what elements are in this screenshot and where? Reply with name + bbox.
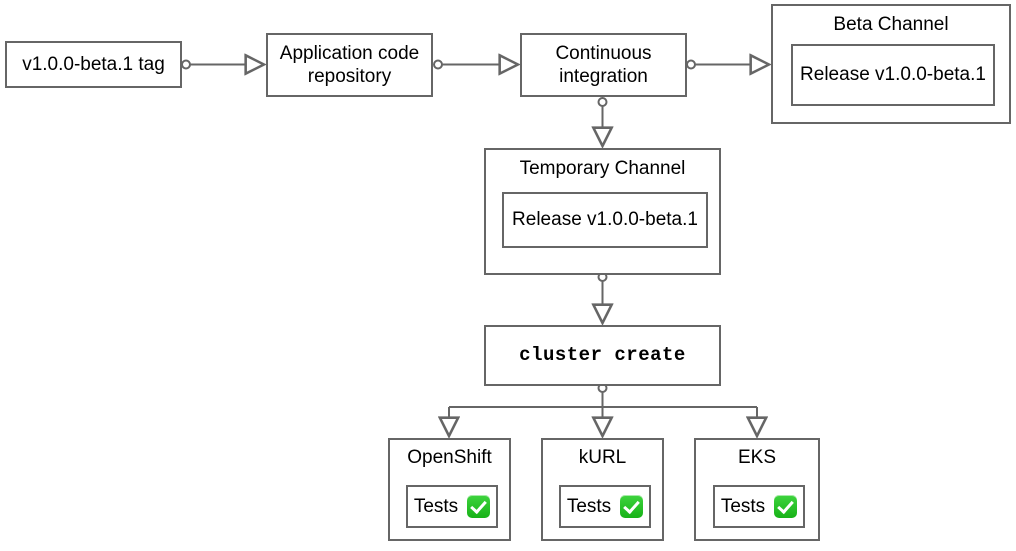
container-beta-channel-title: Beta Channel — [833, 14, 949, 35]
node-cluster-create[interactable]: cluster create — [484, 325, 721, 386]
green-check-icon — [467, 495, 491, 518]
container-temporary-channel-title: Temporary Channel — [519, 158, 686, 179]
target-openshift-tests-box[interactable]: Tests — [406, 485, 498, 528]
temporary-channel-release-box[interactable]: Release v1.0.0-beta.1 — [502, 192, 708, 248]
target-eks-tests-label: Tests — [720, 495, 766, 517]
temporary-channel-release-label: Release v1.0.0-beta.1 — [512, 209, 698, 230]
node-application-code-repository-label: Application code repository — [279, 43, 420, 87]
node-continuous-integration-label: Continuous integration — [555, 43, 652, 87]
target-kurl-tests-label: Tests — [566, 495, 612, 517]
green-check-icon — [774, 495, 798, 518]
target-eks-tests-box[interactable]: Tests — [713, 485, 805, 528]
node-tag[interactable]: v1.0.0-beta.1 tag — [5, 41, 182, 88]
node-continuous-integration[interactable]: Continuous integration — [520, 33, 687, 97]
edge-temporary-channel-to-cluster-create — [599, 272, 607, 323]
edge-cluster-create-to-targets — [449, 383, 757, 436]
green-check-icon — [620, 495, 644, 518]
container-target-kurl[interactable]: kURL Tests — [541, 438, 664, 541]
edge-repo-to-ci — [433, 61, 518, 69]
target-eks-title: EKS — [737, 447, 777, 468]
container-target-openshift[interactable]: OpenShift Tests — [388, 438, 511, 541]
target-openshift-tests-label: Tests — [413, 495, 459, 517]
container-temporary-channel[interactable]: Temporary Channel Release v1.0.0-beta.1 — [484, 148, 721, 275]
beta-channel-release-label: Release v1.0.0-beta.1 — [800, 64, 986, 85]
node-application-code-repository[interactable]: Application code repository — [266, 33, 433, 97]
target-openshift-title: OpenShift — [407, 447, 492, 468]
container-target-eks[interactable]: EKS Tests — [694, 438, 820, 541]
target-kurl-title: kURL — [578, 447, 627, 468]
container-beta-channel[interactable]: Beta Channel Release v1.0.0-beta.1 — [771, 4, 1011, 124]
node-cluster-create-label: cluster create — [519, 344, 686, 366]
target-kurl-tests-box[interactable]: Tests — [559, 485, 651, 528]
edge-ci-to-temporary-channel — [599, 97, 607, 146]
node-tag-label: v1.0.0-beta.1 tag — [22, 54, 165, 75]
edge-ci-to-beta-channel — [686, 61, 769, 69]
beta-channel-release-box[interactable]: Release v1.0.0-beta.1 — [791, 44, 995, 106]
edge-tag-to-repo — [181, 61, 264, 69]
